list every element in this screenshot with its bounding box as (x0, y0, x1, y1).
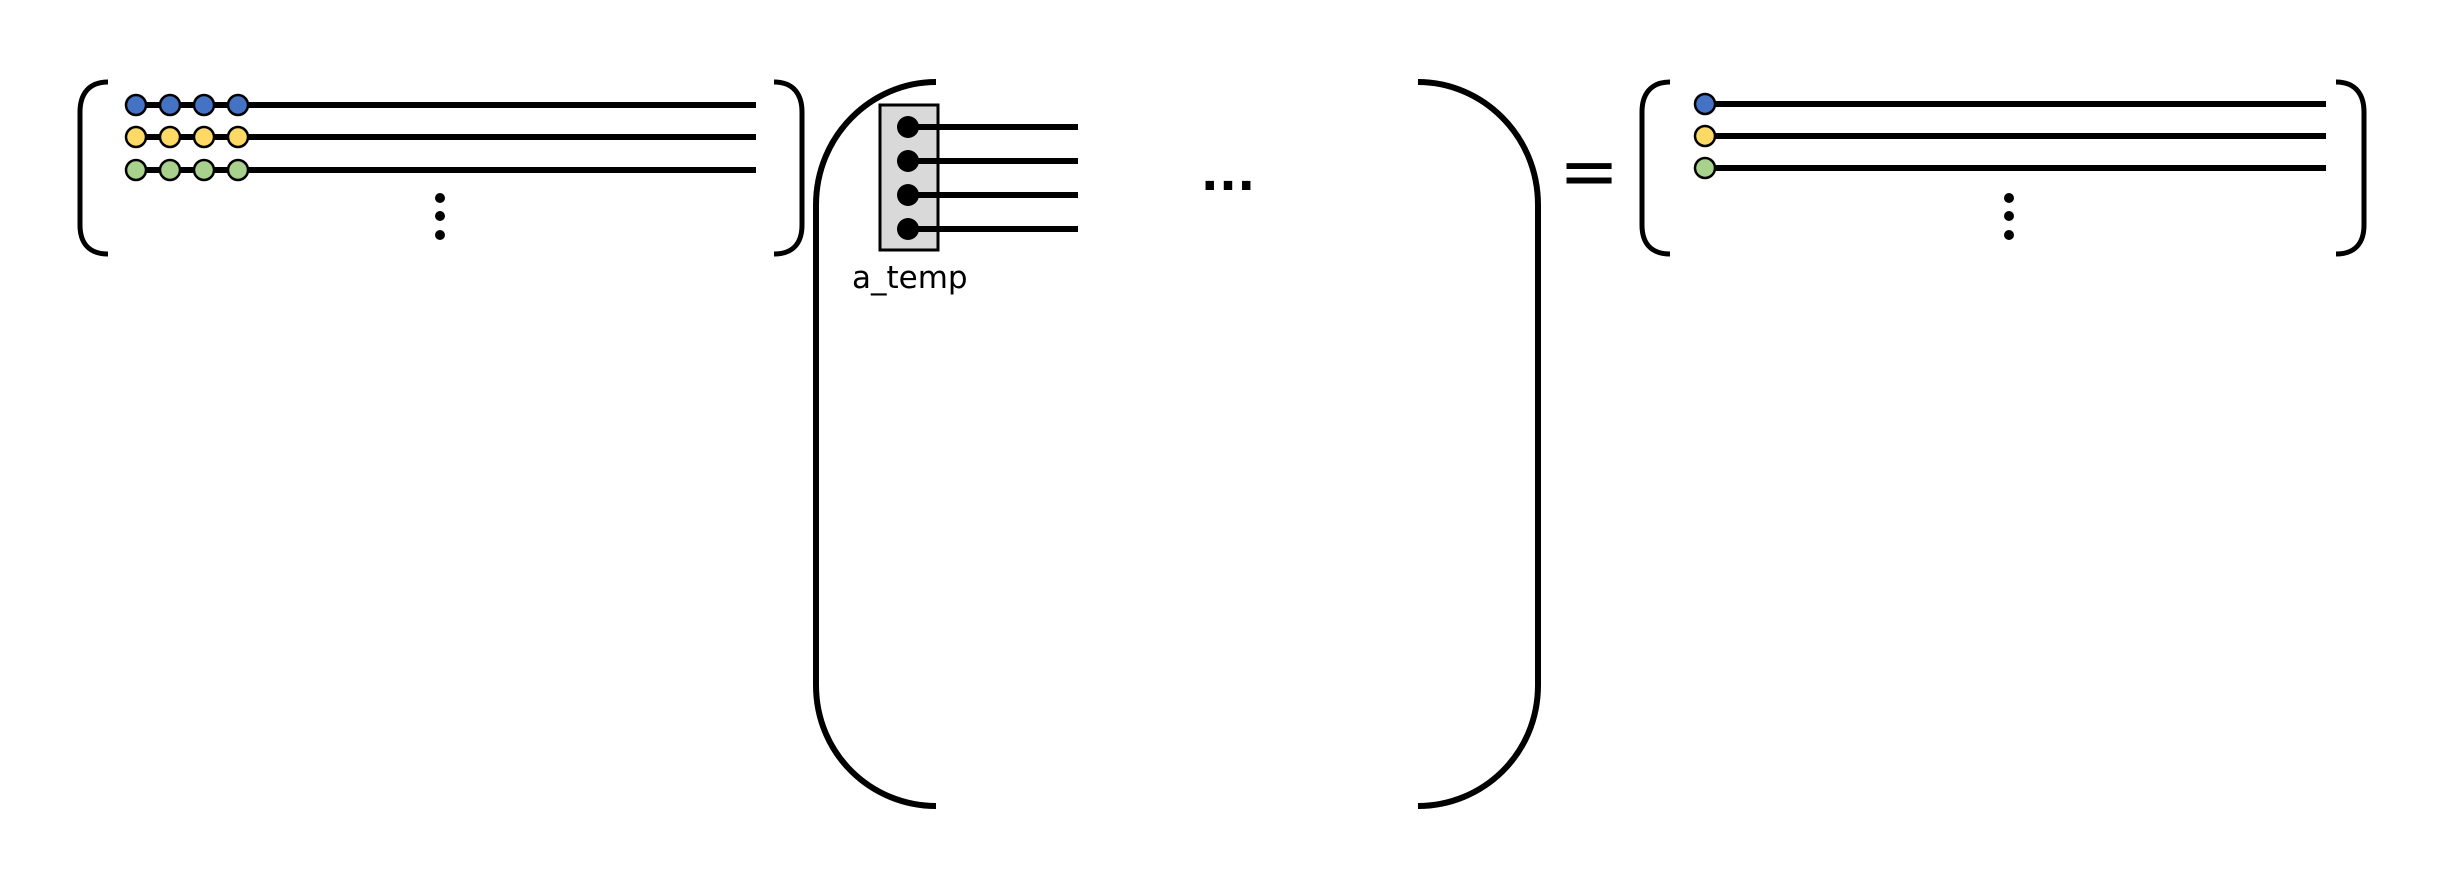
left-row-node (192, 93, 216, 117)
left-matrix-open-bracket (77, 79, 109, 257)
right-matrix (1639, 79, 2367, 257)
left-row-node (192, 158, 216, 182)
equals-sign: = (1559, 129, 1619, 213)
left-matrix-vertical-ellipsis (435, 193, 445, 240)
horizontal-ellipsis: ... (1201, 146, 1256, 202)
a-temp-leg-node (897, 218, 919, 240)
right-row-node (1693, 92, 1717, 116)
operator-block: a_temp ... (813, 79, 1541, 809)
a-temp-leg-node (897, 184, 919, 206)
right-row-node (1693, 156, 1717, 180)
left-row-node (158, 93, 182, 117)
right-matrix-open-bracket (1639, 79, 1671, 257)
left-row-node (158, 158, 182, 182)
left-row-node (226, 125, 250, 149)
right-matrix-row-yellow (1693, 124, 2326, 148)
right-matrix-row-blue (1693, 92, 2326, 116)
right-matrix-close-bracket (2335, 79, 2367, 257)
operator-close-paren (1417, 79, 1541, 809)
right-row-node (1693, 124, 1717, 148)
left-row-node (158, 125, 182, 149)
a-temp-leg-node (897, 116, 919, 138)
left-matrix (77, 79, 805, 257)
left-row-node (124, 125, 148, 149)
operator-open-paren (813, 79, 937, 809)
left-row-node (124, 93, 148, 117)
left-row-node (124, 158, 148, 182)
a-temp-leg-node (897, 150, 919, 172)
right-matrix-row-green (1693, 156, 2326, 180)
left-matrix-row-blue (124, 93, 756, 117)
left-row-node (226, 93, 250, 117)
left-matrix-row-green (124, 158, 756, 182)
a-temp-label: a_temp (852, 260, 968, 296)
left-matrix-close-bracket (773, 79, 805, 257)
a-temp-legs (897, 116, 1078, 240)
left-matrix-row-yellow (124, 125, 756, 149)
right-matrix-vertical-ellipsis (2004, 193, 2014, 240)
left-row-node (192, 125, 216, 149)
left-row-node (226, 158, 250, 182)
